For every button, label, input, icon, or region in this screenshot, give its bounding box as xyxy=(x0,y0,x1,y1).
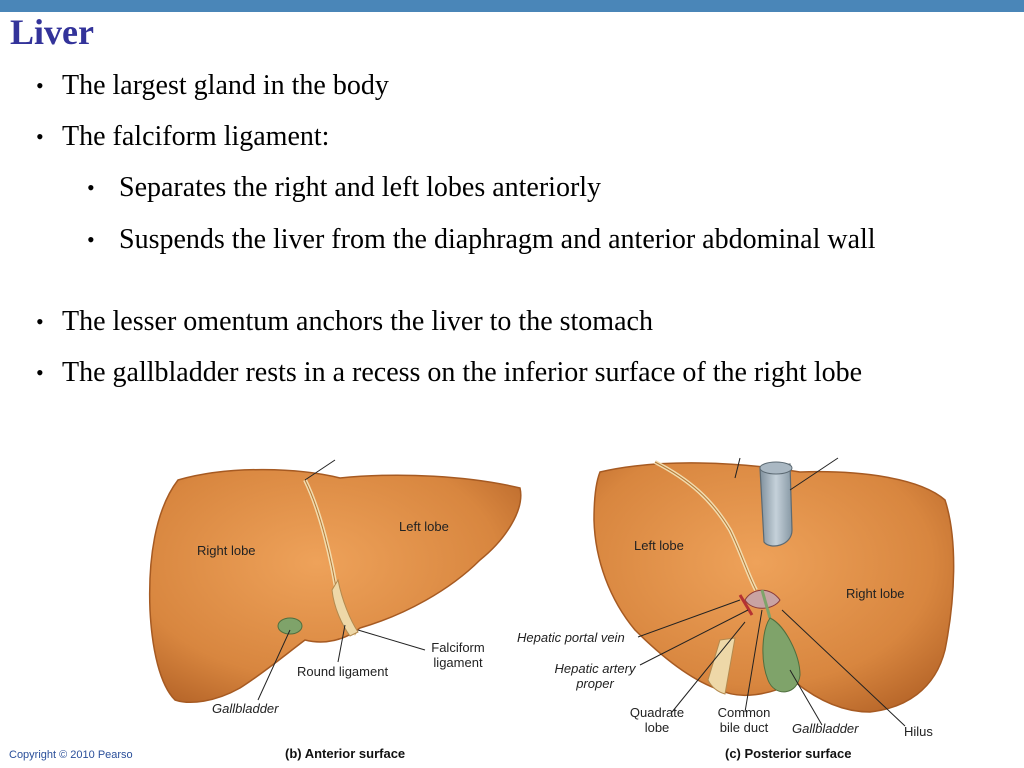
caption-posterior-surface: (c) Posterior surface xyxy=(725,746,852,761)
label-falciform-line2: ligament xyxy=(433,655,483,670)
label-quadrate-line1: Quadrate xyxy=(629,705,685,720)
posterior-liver xyxy=(593,457,955,727)
label-hepatic-artery-line2: proper xyxy=(576,676,614,691)
label-right-lobe-posterior: Right lobe xyxy=(846,586,905,601)
label-common-bile-line1: Common xyxy=(717,705,771,720)
bullet-glyph: • xyxy=(36,73,44,98)
bullet-item: • The largest gland in the body xyxy=(36,70,980,101)
caption-anterior-surface: (b) Anterior surface xyxy=(285,746,406,761)
label-common-bile-duct: Common bile duct xyxy=(708,705,780,735)
bullet-item: • The falciform ligament: xyxy=(36,121,980,152)
liver-figure: Right lobe Left lobe Round ligament Falc… xyxy=(0,450,1024,768)
liver-illustration xyxy=(148,457,955,727)
label-hepatic-portal-vein: Hepatic portal vein xyxy=(517,630,625,645)
bullet-text: The falciform ligament: xyxy=(62,121,330,152)
anterior-liver xyxy=(148,459,522,703)
label-right-lobe-anterior: Right lobe xyxy=(197,543,256,558)
label-gallbladder-posterior: Gallbladder xyxy=(792,721,859,736)
label-quadrate-line2: lobe xyxy=(644,720,670,735)
sub-bullet-item: • Suspends the liver from the diaphragm … xyxy=(87,224,980,255)
label-gallbladder-anterior: Gallbladder xyxy=(212,701,279,716)
bullet-text: The largest gland in the body xyxy=(62,70,389,101)
top-accent-bar xyxy=(0,0,1024,12)
bullet-text: The lesser omentum anchors the liver to … xyxy=(62,306,653,337)
bullet-item: • The lesser omentum anchors the liver t… xyxy=(36,306,980,337)
label-left-lobe-anterior: Left lobe xyxy=(399,519,449,534)
label-left-lobe-posterior: Left lobe xyxy=(634,538,684,553)
label-hepatic-artery-proper: Hepatic artery proper xyxy=(542,661,648,691)
slide-title: Liver xyxy=(10,12,94,52)
bullet-glyph: • xyxy=(36,309,44,334)
bullet-text: Suspends the liver from the diaphragm an… xyxy=(119,224,876,255)
bullet-glyph: • xyxy=(36,124,44,149)
bullet-text: Separates the right and left lobes anter… xyxy=(119,172,602,203)
label-quadrate-lobe: Quadrate lobe xyxy=(622,705,692,735)
label-falciform-line1: Falciform xyxy=(431,640,485,655)
bullet-glyph: • xyxy=(87,175,95,200)
copyright-notice: Copyright © 2010 Pearso xyxy=(9,749,133,761)
label-round-ligament: Round ligament xyxy=(297,664,389,679)
bullet-text: The gallbladder rests in a recess on the… xyxy=(62,357,863,388)
label-falciform-ligament: Falciform ligament xyxy=(422,640,494,670)
bullet-glyph: • xyxy=(87,227,95,252)
bullet-glyph: • xyxy=(36,360,44,385)
label-common-bile-line2: bile duct xyxy=(719,720,769,735)
sub-bullet-item: • Separates the right and left lobes ant… xyxy=(87,172,980,203)
bullet-item: • The gallbladder rests in a recess on t… xyxy=(36,357,980,388)
label-hilus: Hilus xyxy=(904,724,933,739)
label-hepatic-artery-line1: Hepatic artery xyxy=(554,661,636,676)
